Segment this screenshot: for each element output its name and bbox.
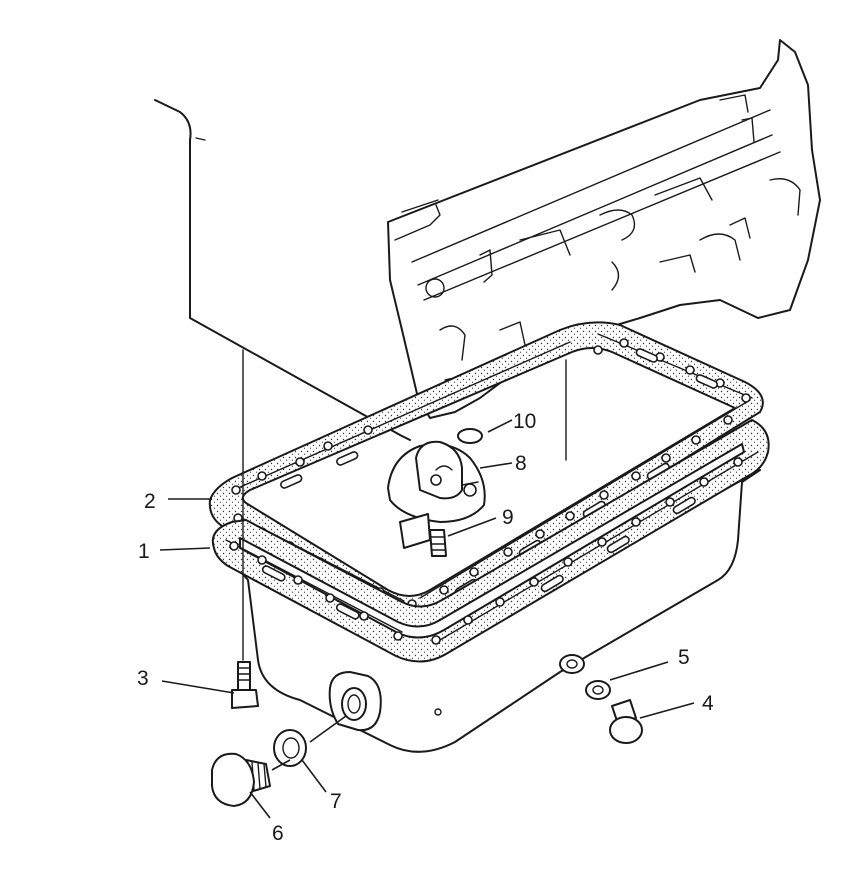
callout-5: 5 xyxy=(678,646,690,669)
oil-strainer xyxy=(387,428,486,557)
callout-6: 6 xyxy=(272,822,284,845)
side-drain-plug xyxy=(609,699,643,744)
leader-lines xyxy=(159,419,695,819)
drain-plug-washer xyxy=(273,729,307,767)
engine-block-outline xyxy=(154,39,821,441)
pan-bolt xyxy=(231,661,259,709)
callout-3: 3 xyxy=(137,667,149,690)
drain-plug xyxy=(211,752,271,807)
callout-8: 8 xyxy=(515,452,527,475)
callout-9: 9 xyxy=(502,506,514,529)
pan-flange-slots xyxy=(261,496,696,620)
callouts: 1 2 3 4 5 6 7 8 9 10 xyxy=(137,410,714,845)
side-plug-washer xyxy=(585,680,611,700)
callout-4: 4 xyxy=(702,692,714,715)
callout-2: 2 xyxy=(144,490,156,513)
callout-10: 10 xyxy=(513,410,536,433)
callout-1: 1 xyxy=(138,540,150,563)
o-ring xyxy=(457,428,483,444)
pan-flange-holes xyxy=(229,457,743,645)
callout-7: 7 xyxy=(330,790,342,813)
